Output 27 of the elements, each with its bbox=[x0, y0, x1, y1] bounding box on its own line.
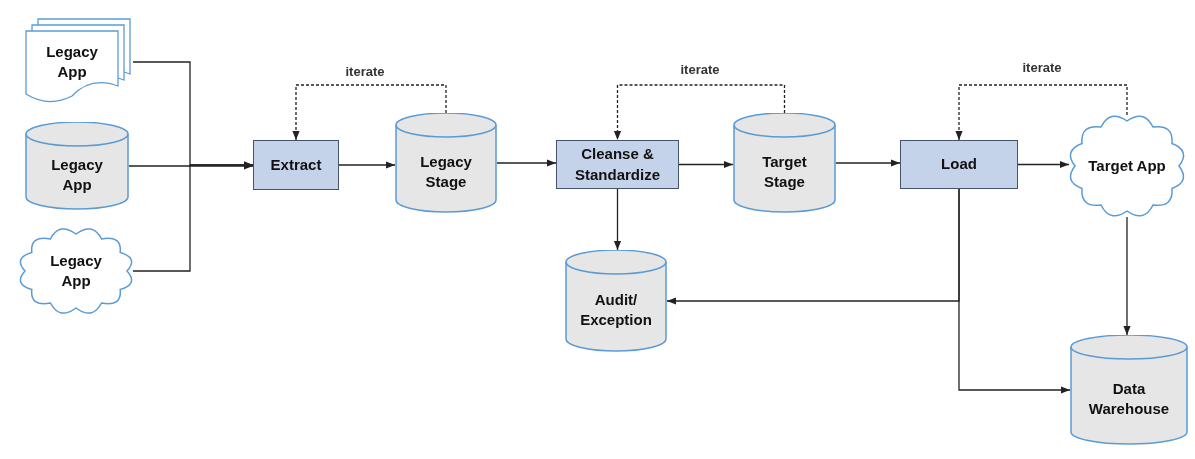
process-box bbox=[556, 140, 679, 189]
node-label: Load bbox=[941, 154, 977, 175]
node-label: Audit/ Exception bbox=[579, 289, 653, 330]
arrow bbox=[613, 188, 622, 251]
node-label: Cleanse & Standardize bbox=[574, 144, 661, 185]
dashed-arrow bbox=[613, 84, 786, 141]
arrow bbox=[1017, 160, 1070, 169]
node-label: Legacy App bbox=[49, 250, 103, 291]
arrow bbox=[958, 188, 1071, 394]
process-box bbox=[900, 140, 1018, 189]
node-label: Data Warehouse bbox=[1087, 378, 1171, 419]
node-label: Target App bbox=[1088, 155, 1166, 176]
arrow bbox=[338, 161, 396, 169]
arrow bbox=[496, 159, 557, 167]
node-label: Legacy App bbox=[50, 154, 104, 195]
node-label: Extract bbox=[270, 154, 322, 175]
dashed-arrow bbox=[955, 84, 1128, 141]
process-box bbox=[253, 140, 339, 190]
arrow bbox=[1123, 216, 1131, 336]
arrow bbox=[128, 162, 254, 170]
arrow bbox=[132, 161, 254, 272]
node-label: Legacy Stage bbox=[419, 151, 473, 192]
node-label: Target Stage bbox=[761, 151, 808, 192]
arrow bbox=[678, 160, 734, 169]
arrow bbox=[835, 159, 901, 167]
node-label: Legacy App bbox=[45, 41, 99, 82]
dashed-arrow bbox=[292, 84, 447, 141]
